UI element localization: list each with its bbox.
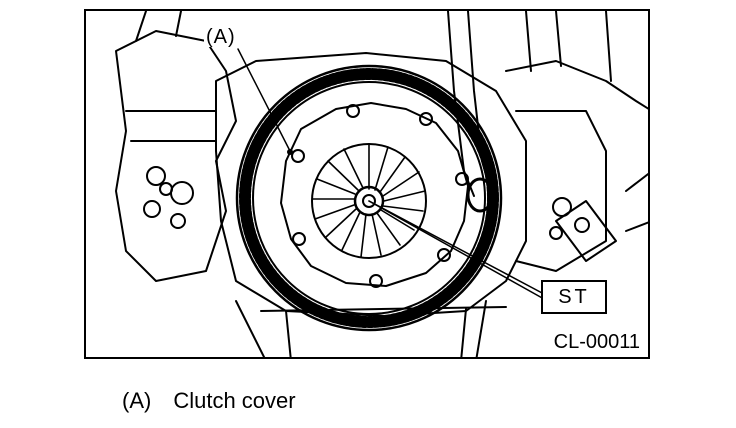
engine-line	[605, 11, 612, 82]
callout-st: ST	[541, 280, 607, 314]
leader-a	[237, 48, 291, 152]
release-bearing	[353, 185, 385, 217]
housing-bottom	[460, 308, 467, 357]
leader-a-dot	[287, 149, 293, 155]
housing-bottom	[285, 310, 292, 357]
housing-bottom	[235, 300, 266, 357]
diaphragm-fingers	[311, 143, 426, 258]
engine-block-right	[505, 60, 648, 110]
cover-bolt	[369, 274, 383, 288]
ring-gear-inner	[252, 81, 486, 315]
clutch-drawing	[115, 11, 648, 357]
clutch-diagram: (A) ST CL-00011	[84, 9, 650, 359]
flywheel-housing	[215, 52, 527, 317]
legend-key: (A)	[122, 388, 152, 413]
cover-bolt	[346, 104, 360, 118]
callout-a: (A)	[204, 26, 238, 48]
cover-bolt	[437, 248, 451, 262]
bolt	[159, 182, 173, 196]
engine-line	[525, 11, 532, 72]
legend: (A) Clutch cover	[122, 388, 296, 414]
figure-code: CL-00011	[553, 331, 640, 354]
legend-text: Clutch cover	[173, 388, 296, 413]
engine-line	[135, 11, 147, 42]
ring-gear-teeth	[239, 68, 499, 328]
engine-line	[175, 11, 182, 37]
cover-bolt	[292, 232, 306, 246]
clutch-cover	[280, 102, 469, 287]
cover-bolt	[419, 112, 433, 126]
bolt	[549, 226, 563, 240]
bolt	[146, 166, 166, 186]
hose	[447, 11, 475, 197]
bracket	[625, 221, 648, 232]
cover-bolt	[291, 149, 305, 163]
bolt	[143, 200, 161, 218]
cover-bolt	[455, 172, 469, 186]
engine-block-right	[515, 110, 607, 272]
engine-line	[555, 11, 562, 67]
ring-gear-outer	[235, 64, 503, 332]
release-bearing-inner	[362, 194, 376, 208]
housing-bottom	[475, 300, 487, 357]
bolt	[574, 217, 590, 233]
leader-st	[368, 200, 545, 300]
bolt	[170, 181, 194, 205]
bolt	[170, 213, 186, 229]
bracket	[555, 200, 617, 262]
bracket	[625, 172, 648, 192]
engine-block-left	[115, 30, 237, 282]
